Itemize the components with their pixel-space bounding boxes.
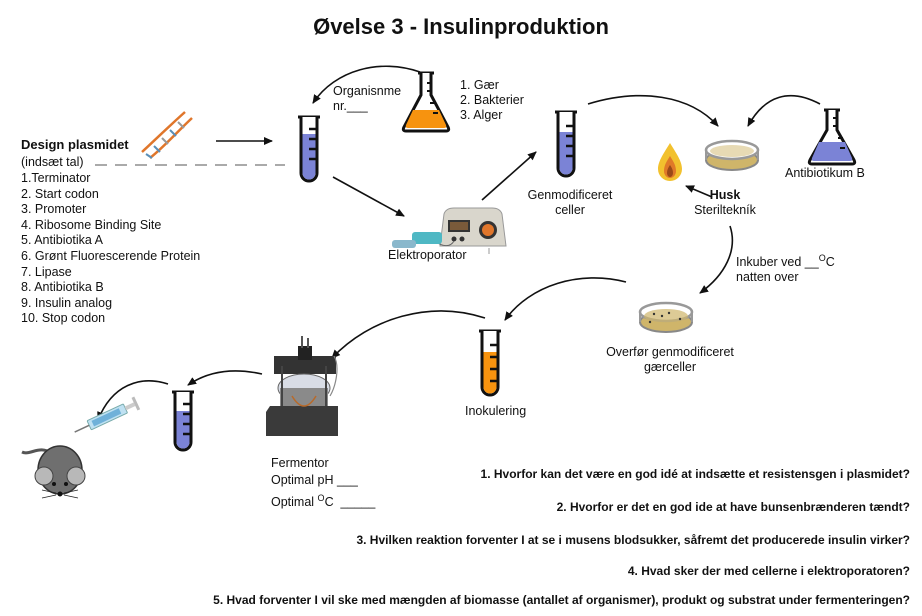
antibiotic-label: Antibiotikum B [785,166,865,180]
petri-dish-icon [638,301,694,333]
arrow [331,310,486,359]
fermentor-ph-blank: Optimal pH ___ [271,473,358,487]
arrow [504,277,627,321]
plasmid-part: 8. Antibiotika B [21,280,104,295]
sterile-note-text: Steriltekník [694,203,756,217]
temp-prefix: Optimal [271,495,318,510]
question-1: 1. Hvorfor kan det være en god idé at in… [480,467,910,481]
plasmid-part: 3. Promoter [21,202,87,217]
test-tube-icon [479,329,501,397]
page-title: Øvelse 3 - Insulinproduktion [313,14,609,39]
organism-label: Organisnme [333,84,402,98]
question-4: 4. Hvad sker der med cellerne i elektrop… [627,564,910,578]
arrow [587,94,719,127]
flask-icon [807,108,857,166]
gm-cells-line2: celler [555,203,585,217]
sterile-note-title: Husk [709,188,741,202]
transfer-label: Overfør genmodificeret gærceller [590,345,750,375]
plasmid-parts-list: 1.Terminator 2. Start codon 3. Promoter … [21,171,200,327]
plasmid-heading: Design plasmidet [21,137,129,152]
plasmid-part: 4. Ribosome Binding Site [21,217,162,232]
organism-option: 1. Gær [460,78,499,92]
syringe-icon [74,396,141,433]
arrow [332,176,405,217]
mouse-icon [21,445,86,499]
incubate-temp-blank: Inkuber ved __ [736,255,819,270]
degree-sign: O [317,493,325,503]
flame-icon [658,143,682,181]
gm-cells-label: Genmodificeret celler [520,188,620,218]
arrow [312,65,421,104]
temp-suffix: C _____ [324,495,376,510]
test-tube-icon [298,115,320,183]
sterile-note: Husk Steriltekník [690,188,760,218]
plasmid-part: 9. Insulin analog [21,295,113,310]
fermentor-labels: Fermentor Optimal pH ___ Optimal OC ____… [271,455,375,512]
organism-options: 1. Gær 2. Bakterier 3. Alger [460,78,524,123]
arrow [747,95,821,127]
fermentor-temp-blank: Optimal OC _____ [271,489,375,512]
organism-number-blank: nr.___ [333,99,368,113]
question-5: 5. Hvad forventer I vil ske med mængden … [213,593,910,607]
question-3: 3. Hvilken reaktion forventer I at se i … [356,533,910,547]
dna-icon [141,111,193,159]
arrow [187,370,263,386]
plasmid-part: 7. Lipase [21,264,72,279]
plasmid-part: 2. Start codon [21,186,99,201]
arrow [685,185,713,198]
celsius-unit: C [825,255,835,270]
petri-dish-icon [704,139,760,171]
organism-option: 3. Alger [460,108,503,122]
fermentor-label: Fermentor [271,456,329,470]
inoculation-label: Inokulering [465,404,527,418]
question-2: 2. Hvorfor er det en god ide at have bun… [556,500,910,514]
electroporator-icon [392,207,507,254]
plasmid-part: 10. Stop codon [21,311,106,326]
plasmid-part: 1.Terminator [21,171,91,185]
arrow [699,225,734,294]
incubate-duration: natten over [736,270,799,285]
plasmid-part: 6. Grønt Fluorescerende Protein [21,248,201,263]
transfer-line1: Overfør genmodificeret [606,345,734,359]
fermentor-icon [266,336,338,436]
incubate-note: Inkuber ved __OC natten over [736,251,835,285]
arrow [481,151,537,201]
degree-sign: O [818,253,826,263]
organism-option: 2. Bakterier [460,93,524,107]
flask-icon [401,71,451,133]
plasmid-part: 5. Antibiotika A [21,233,104,248]
plasmid-subheading: (indsæt tal) [21,155,84,169]
gm-cells-line1: Genmodificeret [527,188,613,202]
arrow [97,380,169,421]
test-tube-icon [555,110,577,178]
transfer-line2: gærceller [643,360,697,374]
electroporator-label: Elektroporator [388,248,467,262]
test-tube-icon [172,390,194,452]
